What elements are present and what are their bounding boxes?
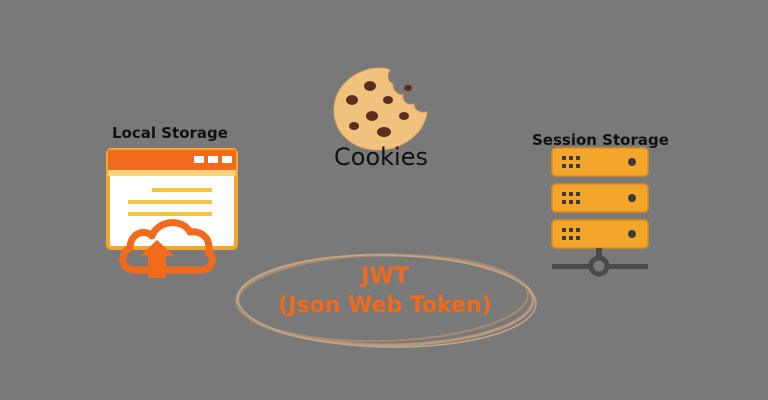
jwt-subtitle: (Json Web Token) [278,293,492,318]
jwt-title: JWT [361,264,409,289]
server-rack-icon [551,147,649,277]
browser-cloud-upload-icon [106,148,238,278]
session-storage-label: Session Storage [532,131,669,149]
jwt-label: JWT (Json Web Token) [240,262,530,320]
cookies-label: Cookies [334,143,428,171]
cookie-icon [333,67,428,151]
hand-drawn-ellipse-icon [235,253,537,348]
local-storage-label: Local Storage [112,124,228,142]
